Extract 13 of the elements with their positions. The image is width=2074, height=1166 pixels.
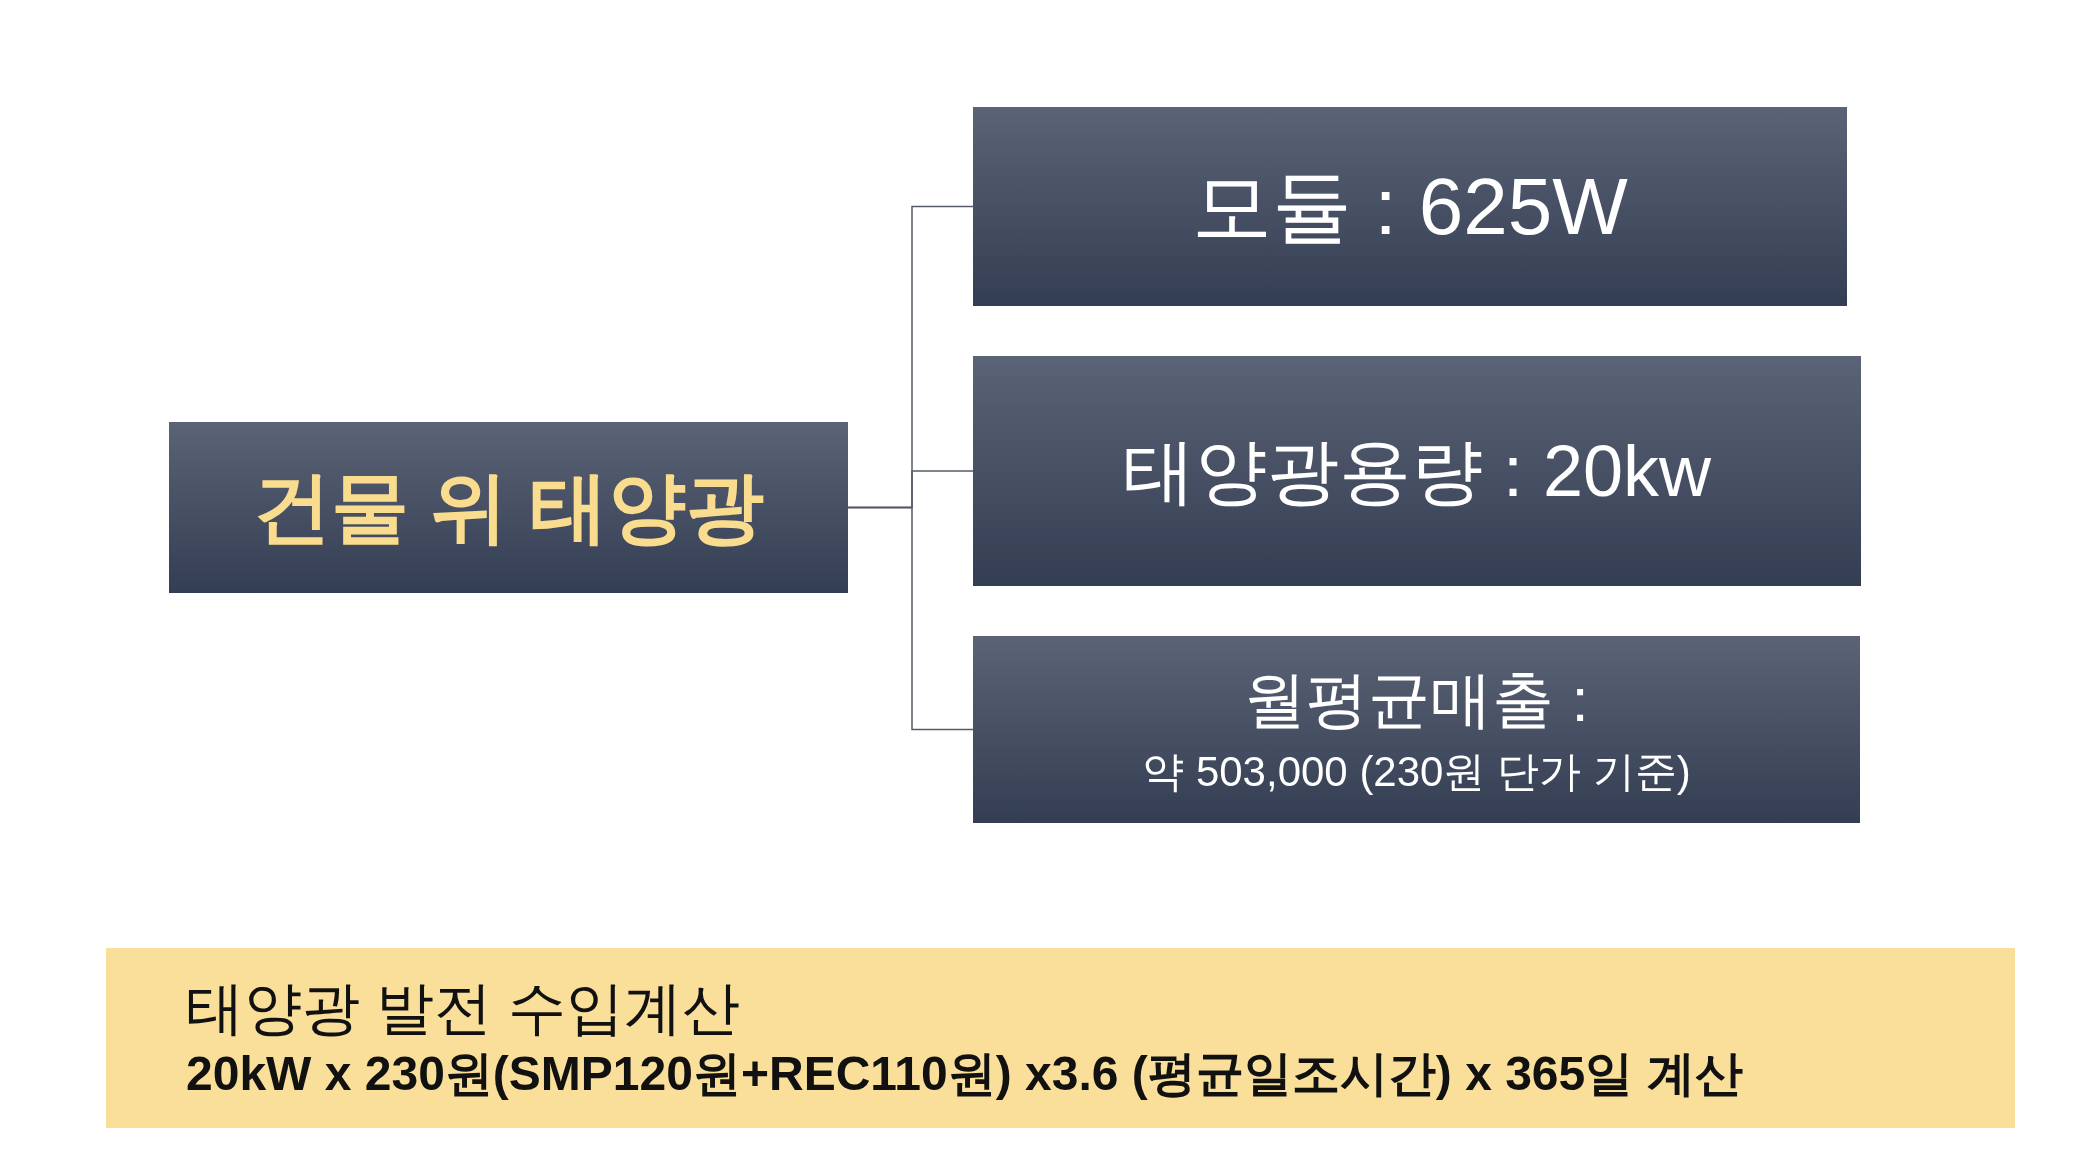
box-label: 약 503,000 (230원 단가 기준) xyxy=(1142,747,1691,797)
box-label: 월평균매출 : xyxy=(1244,663,1589,736)
box-label: 건물 위 태양광 xyxy=(252,461,765,553)
info-box xyxy=(973,636,1860,823)
connector-line xyxy=(847,506,974,731)
title-box xyxy=(169,422,848,593)
info-box xyxy=(973,107,1847,306)
info-box xyxy=(973,356,1861,586)
box-label: 모듈 : 625W xyxy=(1192,160,1628,253)
formula-heading: 태양광 발전 수입계산 xyxy=(186,973,741,1042)
formula-band xyxy=(106,948,2015,1128)
box-label: 태양광용량 : 20kw xyxy=(1122,430,1712,513)
formula-text: 20kW x 230원(SMP120원+REC110원) x3.6 (평균일조시간) x 365일 계산 xyxy=(186,1046,1743,1103)
